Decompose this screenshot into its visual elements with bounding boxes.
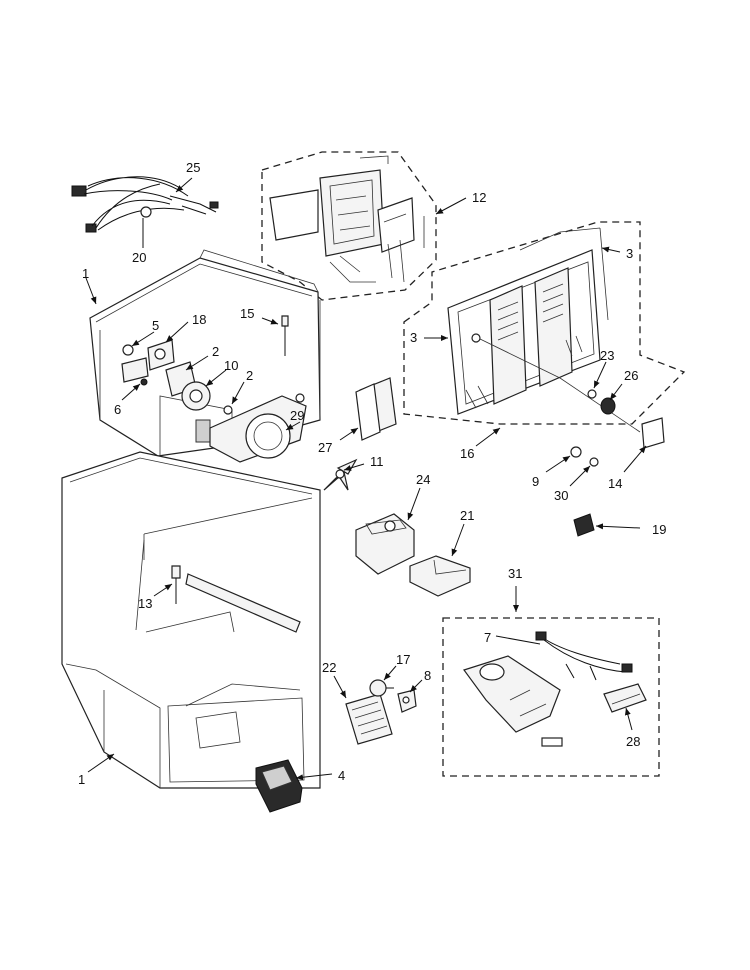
part-28-ice-maker	[603, 683, 647, 713]
label-23: 23	[600, 348, 614, 363]
label-26: 26	[624, 368, 638, 383]
label-8: 8	[424, 668, 431, 683]
part-1-fresh-food-liner	[61, 451, 321, 789]
label-18: 18	[192, 312, 206, 327]
part-11-fan-blade	[323, 458, 358, 491]
label-6: 6	[114, 402, 121, 417]
label-25: 25	[186, 160, 200, 175]
label-20: 20	[132, 250, 146, 265]
label-19: 19	[652, 522, 666, 537]
label-3-right: 3	[626, 246, 633, 261]
part-26-knob	[600, 397, 616, 415]
part-8-clip	[397, 689, 417, 713]
label-16: 16	[460, 446, 474, 461]
part-19-clip	[573, 513, 595, 537]
part-31-ice-bucket	[463, 655, 561, 733]
label-7: 7	[484, 630, 491, 645]
part-17-lamp-socket	[369, 679, 394, 697]
label-5: 5	[152, 318, 159, 333]
small-label-card	[541, 737, 563, 747]
part-6-screw	[121, 357, 149, 386]
part-24-bracket	[355, 513, 415, 575]
label-2-second: 2	[246, 368, 253, 383]
label-31: 31	[508, 566, 522, 581]
label-4: 4	[338, 768, 345, 783]
callout-labels: 25 20 1 5 18 6 2 10 2 15 29 27 11 12 3 3…	[78, 160, 666, 787]
part-5-thermistor	[122, 344, 134, 356]
part-14-label	[641, 417, 665, 449]
group-3-dashed-outline	[403, 221, 686, 425]
part-27-cover	[355, 377, 397, 441]
label-14: 14	[608, 476, 622, 491]
part-18-damper-control	[147, 339, 175, 371]
part-29-fan-shroud	[209, 393, 307, 463]
label-29: 29	[290, 408, 304, 423]
part-22-vent	[345, 693, 393, 745]
label-13: 13	[138, 596, 152, 611]
label-1-upper: 1	[82, 266, 89, 281]
label-3-left: 3	[410, 330, 417, 345]
leader-lines	[85, 177, 647, 781]
label-11: 11	[370, 454, 384, 469]
part-23-grommet	[587, 389, 597, 399]
part-3-control-panel	[447, 227, 641, 433]
label-22: 22	[322, 660, 336, 675]
group-12-dashed-outline	[261, 151, 437, 301]
label-21: 21	[460, 508, 474, 523]
label-10: 10	[224, 358, 238, 373]
label-27: 27	[318, 440, 332, 455]
part-9-screw	[570, 446, 582, 458]
part-21-bracket	[409, 555, 471, 597]
label-12: 12	[472, 190, 486, 205]
label-24: 24	[416, 472, 430, 487]
part-15-screw	[281, 315, 289, 356]
label-15: 15	[240, 306, 254, 321]
part-13-screw	[171, 565, 181, 604]
label-28: 28	[626, 734, 640, 749]
label-17: 17	[396, 652, 410, 667]
part-4-duct	[255, 759, 303, 813]
part-25-wire-harness	[71, 176, 219, 233]
part-12-control-housing	[269, 155, 425, 283]
part-7-harness	[535, 631, 633, 681]
label-1-lower: 1	[78, 772, 85, 787]
part-30-washer	[589, 457, 599, 467]
label-30: 30	[554, 488, 568, 503]
label-9: 9	[532, 474, 539, 489]
group-31-dashed-outline	[442, 617, 660, 777]
part-2b-grommet	[223, 405, 233, 415]
label-2-first: 2	[212, 344, 219, 359]
